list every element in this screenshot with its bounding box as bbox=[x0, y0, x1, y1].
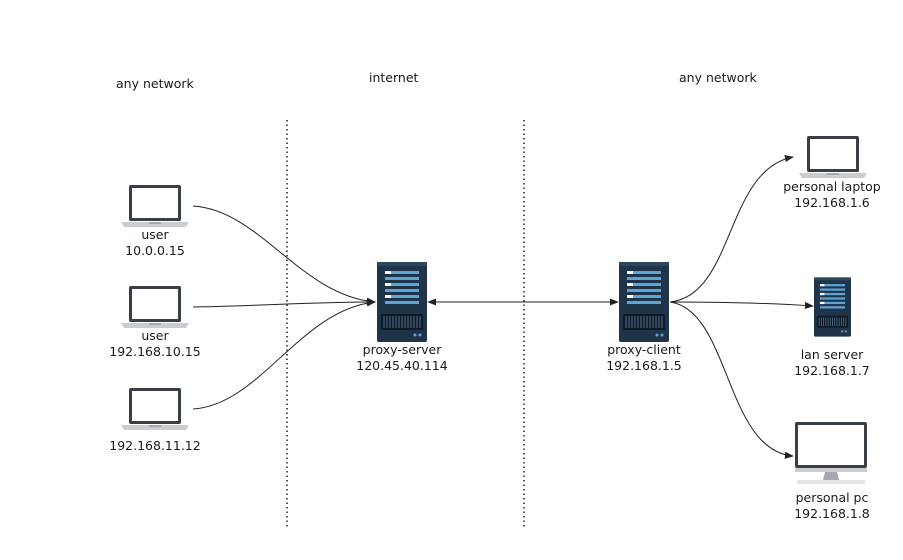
section-label-middle: internet bbox=[369, 70, 419, 85]
node-ip: 120.45.40.114 bbox=[356, 358, 448, 373]
server-icon bbox=[814, 276, 851, 338]
edge-proxy-client-lan-server bbox=[669, 301, 814, 310]
node-name: personal laptop bbox=[783, 179, 881, 194]
node-user1-label: user 10.0.0.15 bbox=[105, 227, 205, 259]
node-ip: 192.168.11.12 bbox=[109, 438, 201, 453]
edge-user2-proxy-server bbox=[192, 298, 376, 308]
node-name: user bbox=[141, 227, 169, 242]
laptop-icon bbox=[121, 388, 189, 430]
node-user2-label: user 192.168.10.15 bbox=[105, 328, 205, 360]
node-laptop-label: personal laptop 192.168.1.6 bbox=[772, 179, 892, 211]
node-user3-label: 192.168.11.12 bbox=[105, 438, 205, 454]
node-pc-label: personal pc 192.168.1.8 bbox=[772, 490, 892, 522]
edge-proxy-client-laptop bbox=[669, 155, 794, 303]
node-name: personal pc bbox=[795, 490, 869, 505]
node-proxy-client-label: proxy-client 192.168.1.5 bbox=[584, 342, 704, 374]
laptop-icon bbox=[799, 136, 867, 178]
monitor-icon bbox=[795, 422, 867, 484]
node-ip: 192.168.1.5 bbox=[606, 358, 682, 373]
node-proxy-server-label: proxy-server 120.45.40.114 bbox=[342, 342, 462, 374]
section-label-left: any network bbox=[116, 76, 194, 91]
node-ip: 192.168.1.8 bbox=[794, 506, 870, 521]
node-ip: 10.0.0.15 bbox=[125, 243, 185, 258]
server-icon bbox=[619, 262, 669, 342]
node-lan-server-label: lan server 192.168.1.7 bbox=[772, 347, 892, 379]
edge-user3-proxy-server bbox=[192, 299, 376, 410]
server-icon bbox=[377, 262, 427, 342]
node-ip: 192.168.10.15 bbox=[109, 344, 201, 359]
edge-proxy-client-pc bbox=[669, 301, 794, 459]
node-name: proxy-client bbox=[607, 342, 681, 357]
edge-user1-proxy-server bbox=[192, 205, 376, 305]
node-ip: 192.168.1.7 bbox=[794, 363, 870, 378]
node-name: lan server bbox=[800, 347, 864, 362]
node-name: proxy-server bbox=[362, 342, 442, 357]
section-label-right: any network bbox=[679, 70, 757, 85]
laptop-icon bbox=[121, 185, 189, 227]
laptop-icon bbox=[121, 286, 189, 328]
node-name: user bbox=[141, 328, 169, 343]
node-ip: 192.168.1.6 bbox=[794, 195, 870, 210]
